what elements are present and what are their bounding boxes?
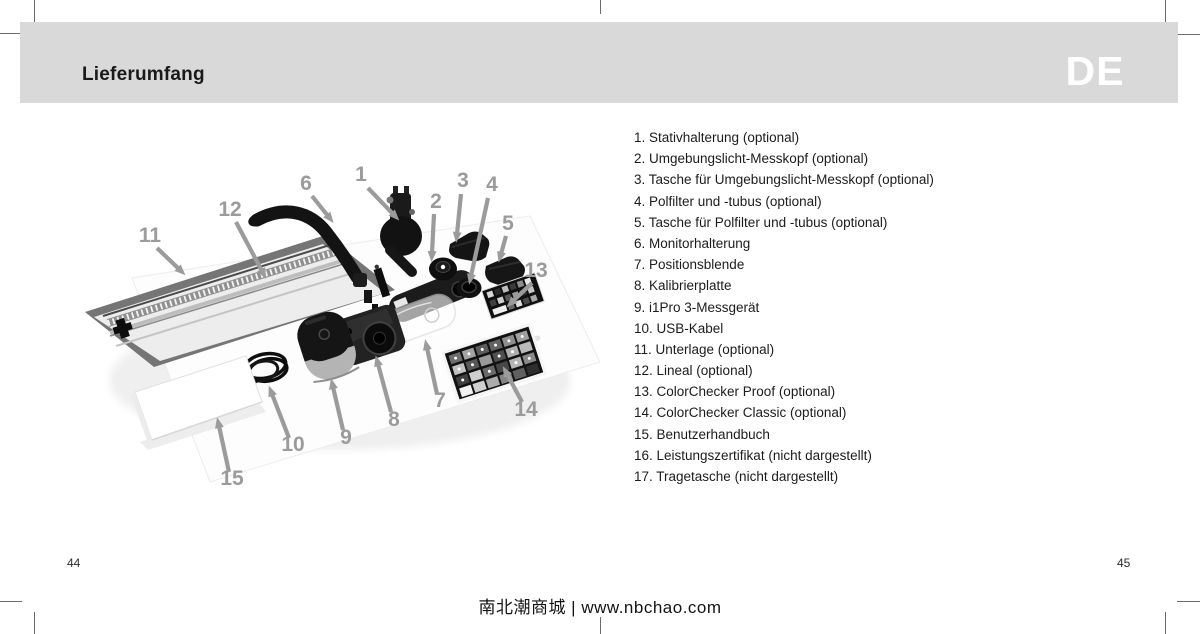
parts-list-item: 5. Tasche für Polfilter und -tubus (opti… [634, 214, 888, 230]
parts-list-item: 3. Tasche für Umgebungslicht-Messkopf (o… [634, 172, 934, 188]
page-number-left: 44 [67, 556, 81, 570]
item-lineal [109, 257, 391, 347]
parts-list-item: 16. Leistungszertifikat (nicht dargestel… [634, 447, 872, 463]
parts-list: 1. Stativhalterung (optional) 2. Umgebun… [634, 127, 934, 487]
callout-label-11: 11 [139, 224, 162, 247]
parts-list-item: 4. Polfilter und -tubus (optional) [634, 193, 822, 209]
callout-label-14: 14 [514, 398, 538, 421]
callout-label-15: 15 [220, 467, 244, 490]
parts-list-item: 8. Kalibrierplatte [634, 278, 732, 294]
callout-label-8: 8 [388, 408, 400, 431]
page-number-right: 45 [1117, 556, 1131, 570]
parts-list-item: 12. Lineal (optional) [634, 363, 753, 379]
parts-list-item: 17. Tragetasche (nicht dargestellt) [634, 469, 839, 484]
callout-label-1: 1 [355, 163, 367, 186]
crop-mark [34, 0, 35, 22]
crop-mark [1177, 34, 1200, 35]
item-polfilter [456, 278, 482, 298]
item-stativhalterung [380, 186, 422, 277]
parts-list-item: 2. Umgebungslicht-Messkopf (optional) [634, 151, 869, 167]
callout-label-6: 6 [300, 172, 312, 195]
parts-list-item: 14. ColorChecker Classic (optional) [634, 405, 847, 421]
parts-list-item: 1. Stativhalterung (optional) [634, 130, 800, 145]
item-benutzerhandbuch [131, 355, 266, 450]
parts-list-item: 9. i1Pro 3-Messgerät [634, 299, 760, 315]
callout-label-9: 9 [340, 426, 352, 449]
callout-label-10: 10 [281, 433, 304, 456]
callout-label-2: 2 [430, 190, 442, 213]
parts-list-item: 15. Benutzerhandbuch [634, 426, 770, 442]
watermark: 南北潮商城 | www.nbchao.com [478, 598, 722, 617]
parts-list-item: 13. ColorChecker Proof (optional) [634, 384, 836, 400]
parts-list-item: 6. Monitorhalterung [634, 235, 751, 251]
callout-label-3: 3 [457, 169, 469, 192]
parts-list-item: 7. Positionsblende [634, 257, 745, 273]
parts-list-item: 10. USB-Kabel [634, 320, 724, 336]
callout-label-4: 4 [486, 173, 498, 196]
header-band [20, 22, 1178, 103]
product-photo-illustration: 1 2 3 4 5 6 7 8 9 10 11 12 13 14 15 [85, 163, 600, 490]
crop-mark [1165, 612, 1166, 634]
crop-mark [1165, 0, 1166, 22]
parts-list-item: 11. Unterlage (optional) [634, 341, 775, 357]
callout-label-13: 13 [524, 259, 547, 282]
item-i1pro3 [297, 311, 360, 383]
crop-mark [0, 33, 22, 34]
language-badge: DE [1065, 48, 1125, 94]
callout-label-12: 12 [218, 198, 241, 221]
callout-label-7: 7 [434, 389, 446, 412]
callout-arrows [155, 186, 534, 473]
crop-mark [600, 0, 601, 14]
crop-mark [34, 612, 35, 634]
crop-mark [0, 601, 22, 602]
crop-mark [1177, 601, 1200, 602]
callout-labels: 1 2 3 4 5 6 7 8 9 10 11 12 13 14 15 [139, 163, 548, 490]
item-monitor-mount [248, 205, 378, 315]
page-title: Lieferumfang [82, 64, 205, 85]
item-messkopf [429, 257, 457, 281]
item-colorchecker-classic [440, 322, 548, 404]
callout-label-5: 5 [502, 212, 514, 235]
crop-mark [600, 617, 601, 634]
